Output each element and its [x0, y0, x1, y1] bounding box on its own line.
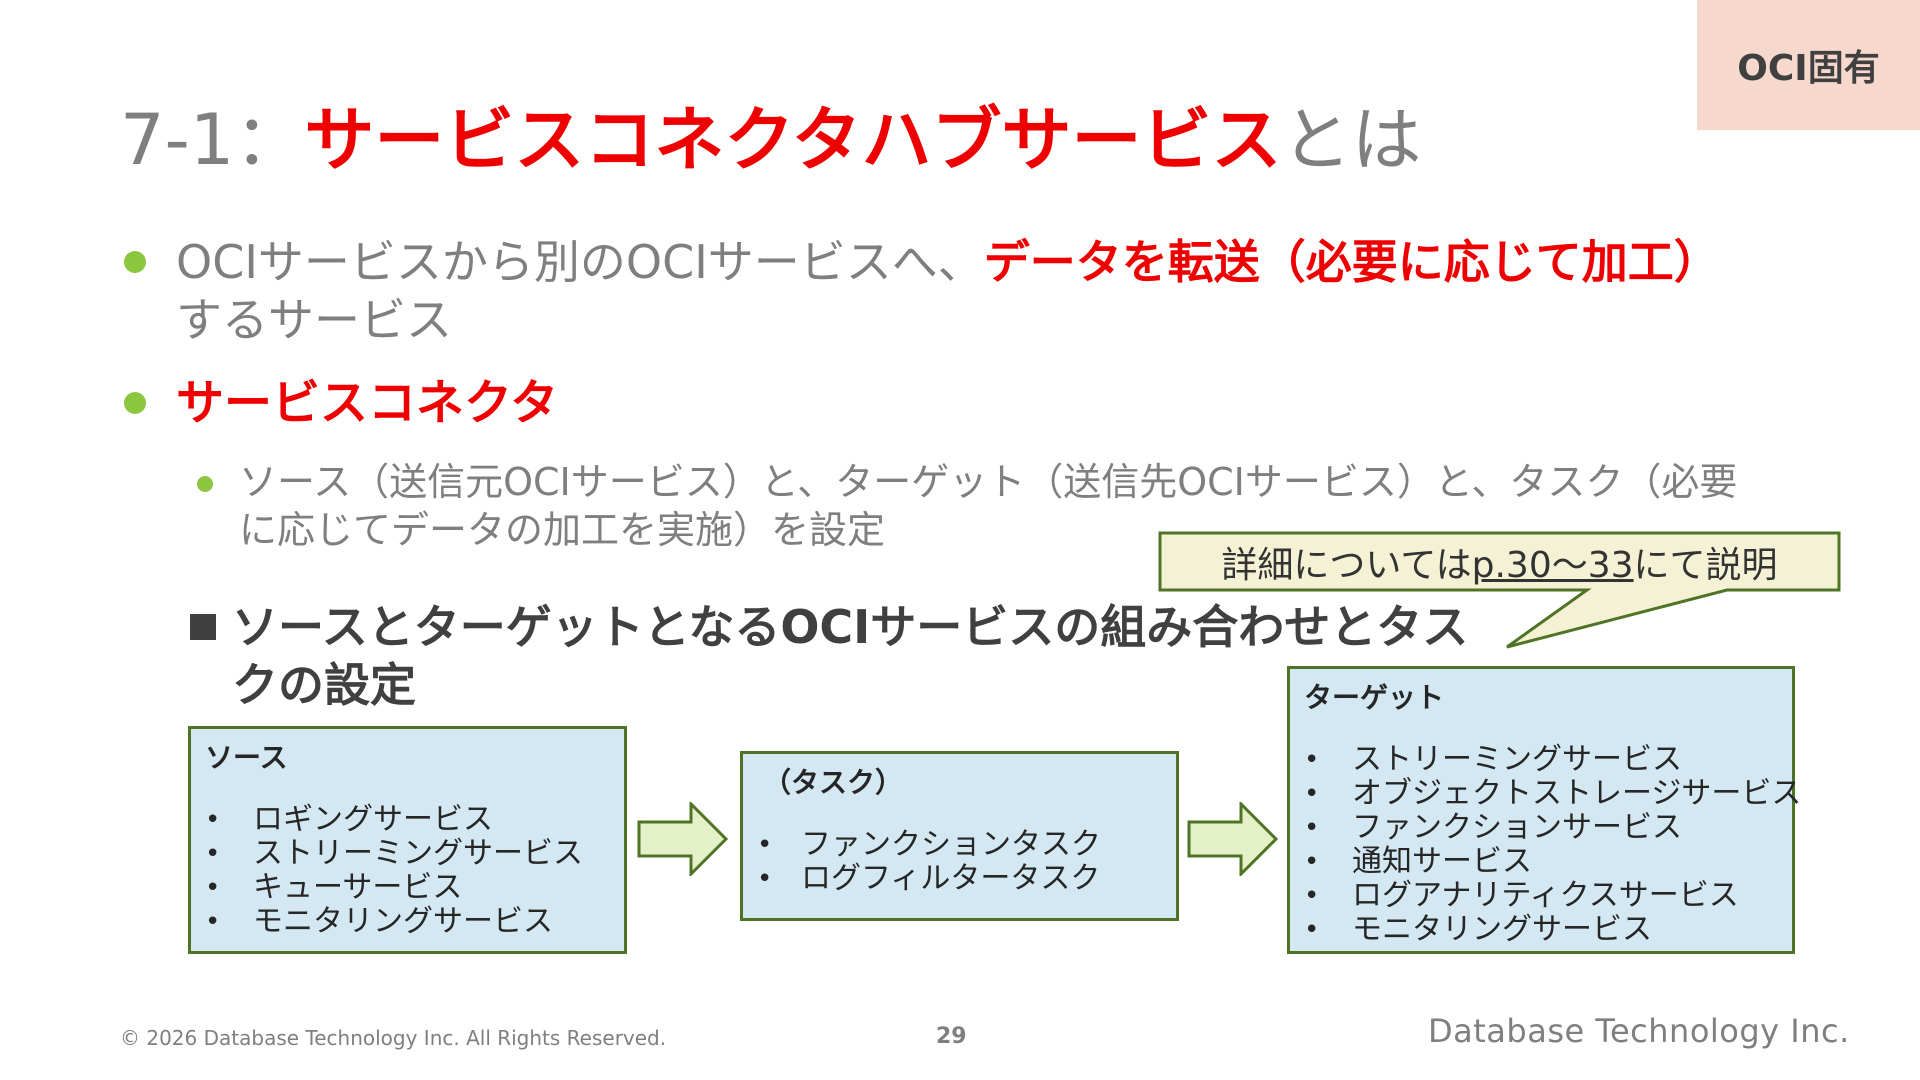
list-item: モニタリングサービス — [191, 905, 624, 940]
bullet-1-text: OCIサービスから別のOCIサービスへ、データを転送（必要に応じて加工） するサー… — [176, 233, 1760, 349]
title-suffix: とは — [1281, 99, 1422, 181]
list-item: ファンクションサービス — [1290, 811, 1792, 846]
bullet-2-highlight: サービスコネクタ — [176, 375, 559, 431]
oci-specific-badge: OCI固有 — [1697, 0, 1920, 130]
list-item: ファンクションタスク — [743, 828, 1176, 863]
bullet-1-plain: OCIサービスから別のOCIサービスへ、 — [176, 235, 984, 289]
bullet-dot-icon — [124, 392, 146, 414]
sub-bullet-item: ソース（送信元OCIサービス）と、ターゲット（送信先OCIサービス）と、タスク（… — [195, 458, 1775, 554]
source-list: ロギングサービス ストリーミングサービス キューサービス モニタリングサービス — [191, 803, 624, 940]
callout-bubble — [1158, 531, 1841, 649]
footer-copyright: © 2026 Database Technology Inc. All Righ… — [120, 1026, 667, 1050]
square-bullet-icon — [190, 614, 216, 640]
title-highlight: サービスコネクタハブサービス — [304, 99, 1282, 181]
source-box-title: ソース — [205, 741, 288, 774]
bullet-dot-icon — [124, 251, 146, 273]
list-item: モニタリングサービス — [1290, 913, 1792, 948]
list-item: ログフィルタータスク — [743, 862, 1176, 897]
callout-pre: 詳細については — [1221, 544, 1472, 586]
company-logo-text: Database Technology Inc. — [1428, 1012, 1850, 1050]
list-item: ロギングサービス — [191, 803, 624, 838]
callout-page-reference: p.30～33 — [1471, 544, 1634, 586]
section-heading: ソースとターゲットとなるOCIサービスの組み合わせとタスクの設定 — [190, 598, 1480, 714]
list-item: ログアナリティクスサービス — [1290, 879, 1792, 914]
section-heading-text: ソースとターゲットとなるOCIサービスの組み合わせとタスクの設定 — [232, 600, 1469, 712]
bullet-1-continuation: するサービス — [176, 293, 452, 347]
source-box: ソース ロギングサービス ストリーミングサービス キューサービス モニタリングサ… — [188, 726, 627, 954]
page-number: 29 — [936, 1024, 967, 1049]
target-list: ストリーミングサービス オブジェクトストレージサービス ファンクションサービス … — [1290, 743, 1801, 948]
list-item: キューサービス — [191, 871, 624, 906]
arrow-right-icon — [637, 802, 729, 876]
slide-title: 7-1：サービスコネクタハブサービスとは — [120, 96, 1422, 184]
task-list: ファンクションタスク ログフィルタータスク — [743, 828, 1176, 897]
list-item: 通知サービス — [1290, 845, 1792, 880]
target-box: ターゲット ストリーミングサービス オブジェクトストレージサービス ファンクショ… — [1287, 666, 1801, 954]
target-box-title: ターゲット — [1304, 681, 1445, 714]
sub-bullet-dot-icon — [197, 476, 213, 492]
bullet-1-highlight: データを転送（必要に応じて加工） — [983, 235, 1720, 289]
list-item: ストリーミングサービス — [1290, 743, 1792, 778]
task-box-title: （タスク） — [763, 766, 904, 799]
callout-post: にて説明 — [1633, 544, 1778, 586]
bullet-item-2: サービスコネクタ — [120, 374, 558, 432]
sub-bullet-text: ソース（送信元OCIサービス）と、ターゲット（送信先OCIサービス）と、タスク（… — [239, 460, 1738, 552]
arrow-right-icon — [1187, 802, 1279, 876]
bullet-item-1: OCIサービスから別のOCIサービスへ、データを転送（必要に応じて加工） するサー… — [120, 233, 1760, 349]
task-box: （タスク） ファンクションタスク ログフィルタータスク — [740, 751, 1179, 921]
list-item: オブジェクトストレージサービス — [1290, 777, 1801, 812]
list-item: ストリーミングサービス — [191, 837, 624, 872]
title-prefix: 7-1： — [120, 99, 305, 181]
